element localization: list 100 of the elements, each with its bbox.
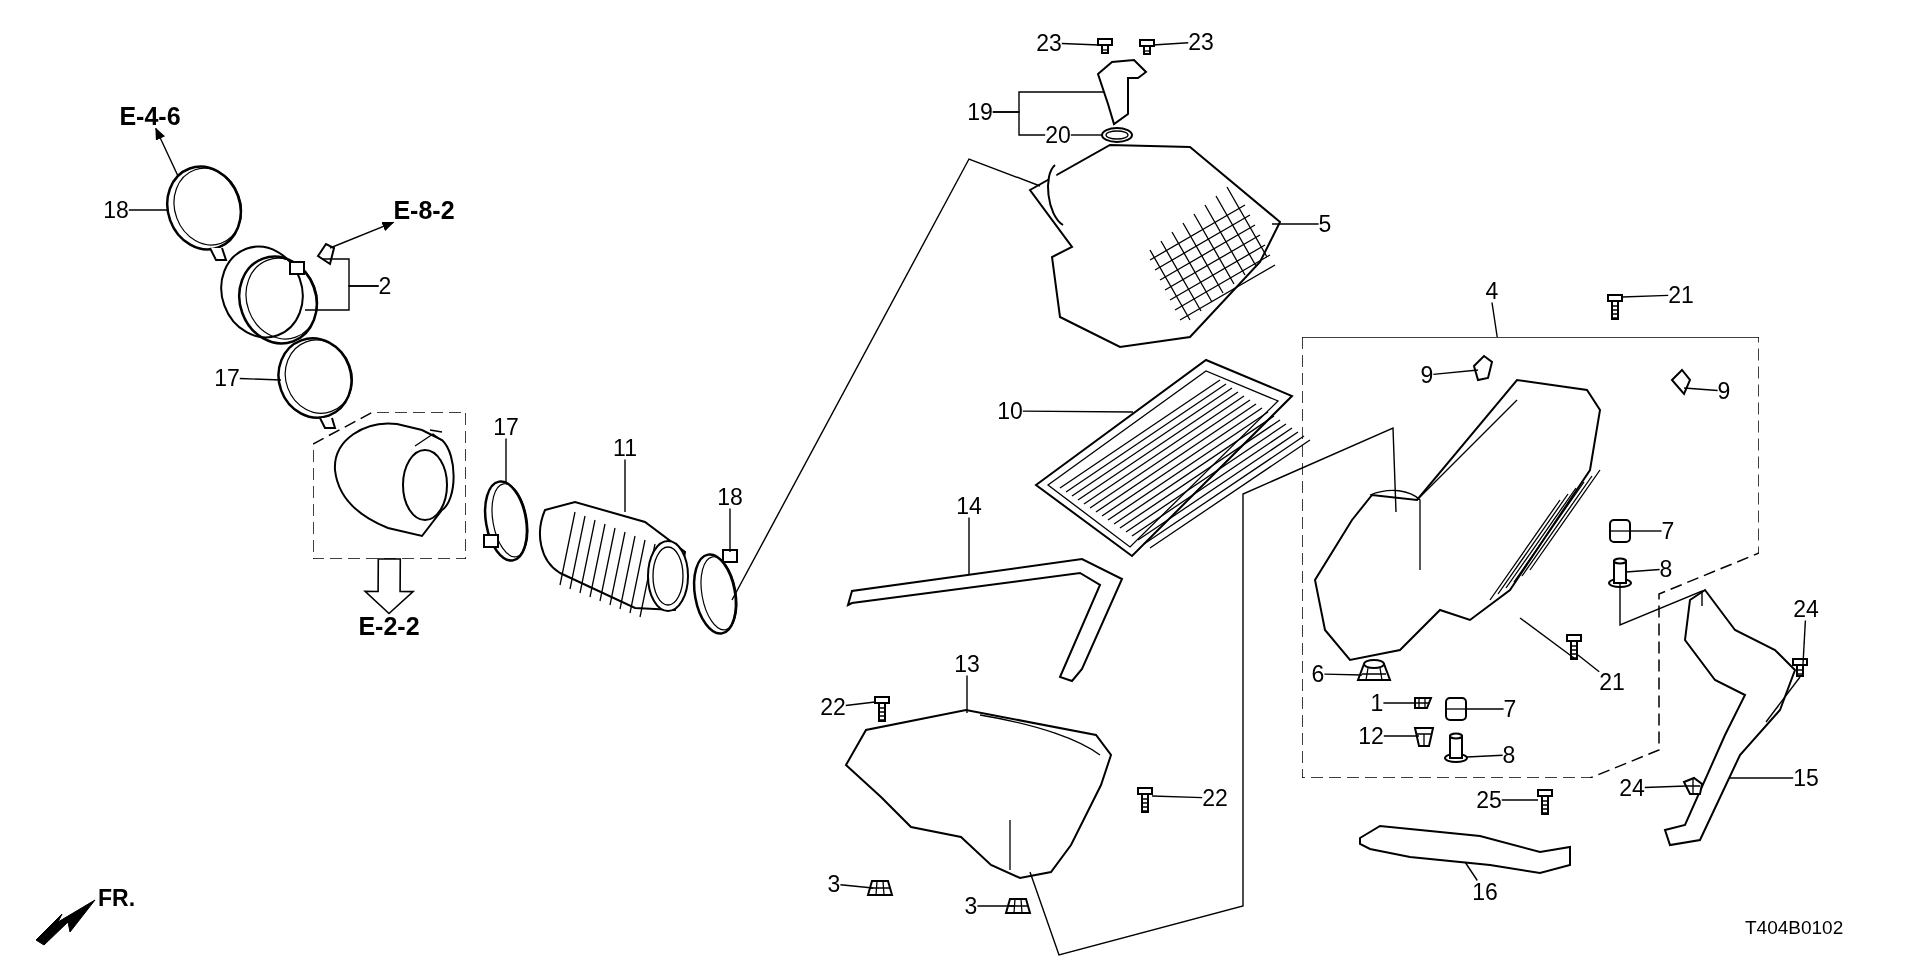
grommet-drawing xyxy=(1357,659,1391,681)
arrow xyxy=(155,127,179,177)
air-cleaner-cover-drawing xyxy=(1029,144,1281,348)
leader-line xyxy=(968,516,970,575)
callout-number: 2 xyxy=(378,274,392,298)
leader-line xyxy=(1465,708,1505,710)
callout-number: 6 xyxy=(1311,662,1325,686)
leader-line xyxy=(1382,702,1418,704)
nut-drawing xyxy=(1005,898,1031,914)
leader-line xyxy=(1432,369,1479,376)
callout-number: 19 xyxy=(967,100,993,124)
leader-line xyxy=(1383,735,1420,737)
leader-line xyxy=(304,285,380,311)
leader-line xyxy=(1464,861,1478,882)
callout-number: 17 xyxy=(493,415,519,439)
leader-line xyxy=(624,458,626,513)
callout-number: 3 xyxy=(827,872,841,896)
group-bracket xyxy=(1302,337,1759,778)
leader-line xyxy=(1070,134,1103,136)
callout-number: 8 xyxy=(1659,557,1673,581)
callout-number: 22 xyxy=(1202,786,1228,810)
leader-line xyxy=(1323,673,1363,676)
reference-code: E-2-2 xyxy=(358,613,420,639)
bracket-drawing xyxy=(1359,825,1571,874)
bolt-drawing xyxy=(1137,787,1153,813)
leader-line xyxy=(1501,799,1539,801)
callout-number: 17 xyxy=(214,366,240,390)
screw-drawing xyxy=(1139,39,1155,55)
sensor-clip-drawing xyxy=(317,243,335,265)
screw-drawing xyxy=(1097,38,1113,54)
leader-line xyxy=(729,507,731,553)
callout-number: 3 xyxy=(964,894,978,918)
clip-drawing xyxy=(1414,727,1434,747)
callout-number: 7 xyxy=(1661,519,1675,543)
intake-hose-drawing xyxy=(539,501,689,618)
grommet-drawing xyxy=(1445,697,1467,721)
reference-code: E-8-2 xyxy=(393,197,455,223)
callout-number: 9 xyxy=(1420,363,1434,387)
grommet-drawing xyxy=(1609,519,1631,543)
bolt-drawing xyxy=(1607,294,1623,320)
callout-number: 23 xyxy=(1036,31,1062,55)
callout-number: 15 xyxy=(1793,766,1819,790)
collar-drawing xyxy=(1444,732,1468,763)
leader-line xyxy=(1802,619,1807,665)
callout-number: 10 xyxy=(997,399,1023,423)
leader-line xyxy=(731,158,1041,601)
leader-line xyxy=(1644,785,1687,789)
leader-line xyxy=(976,905,1015,907)
leader-line xyxy=(1625,568,1661,573)
leader-line xyxy=(1022,410,1134,413)
leader-line xyxy=(1466,754,1504,758)
bracket-drawing xyxy=(1664,589,1796,846)
reference-code: E-4-6 xyxy=(119,103,181,129)
leader-line xyxy=(1152,42,1189,46)
rail-drawing xyxy=(847,558,1123,682)
callout-number: 16 xyxy=(1472,880,1498,904)
air-box-lower-drawing xyxy=(845,709,1112,879)
bolt-drawing xyxy=(1683,777,1703,795)
callout-number: 1 xyxy=(1370,691,1384,715)
callout-number: 23 xyxy=(1188,30,1214,54)
callout-number: 5 xyxy=(1318,212,1332,236)
leader-line xyxy=(1061,42,1100,46)
drawing-code: T404B0102 xyxy=(1745,918,1844,937)
leader-line xyxy=(1765,676,1801,723)
sensor-drawing xyxy=(1097,59,1147,125)
leader-line xyxy=(1621,294,1669,298)
callout-number: 24 xyxy=(1619,776,1645,800)
callout-number: 24 xyxy=(1793,597,1819,621)
leader-line xyxy=(1683,387,1719,392)
callout-number: 21 xyxy=(1668,283,1694,307)
callout-number: 11 xyxy=(613,436,637,460)
o-ring-drawing xyxy=(1101,127,1133,143)
leader-line xyxy=(1029,426,1397,956)
leader-line xyxy=(1491,301,1498,338)
bolt-drawing xyxy=(1537,789,1553,815)
callout-number: 18 xyxy=(717,485,743,509)
callout-number: 13 xyxy=(954,652,980,676)
leader-line xyxy=(1519,617,1575,659)
leader-line xyxy=(845,701,876,707)
dashed-outline-box xyxy=(313,412,466,559)
bolt-drawing xyxy=(1566,634,1582,660)
leader-line xyxy=(1619,582,1703,627)
leader-line xyxy=(1728,777,1794,779)
leader-line xyxy=(239,377,282,381)
leader-line xyxy=(128,209,169,211)
callout-number: 14 xyxy=(956,494,982,518)
leader-line xyxy=(839,884,874,889)
nut-drawing xyxy=(867,880,893,896)
leader-line xyxy=(1151,795,1203,799)
leader-line xyxy=(992,111,1046,136)
leader-line xyxy=(1271,223,1320,225)
callout-number: 22 xyxy=(820,695,846,719)
air-filter-drawing xyxy=(1035,359,1311,557)
callout-number: 4 xyxy=(1485,279,1499,303)
bolt-drawing xyxy=(874,696,890,722)
callout-number: 8 xyxy=(1502,743,1516,767)
callout-number: 21 xyxy=(1599,670,1625,694)
callout-number: 25 xyxy=(1476,788,1502,812)
callout-number: 9 xyxy=(1717,379,1731,403)
clip-drawing xyxy=(1473,355,1493,381)
